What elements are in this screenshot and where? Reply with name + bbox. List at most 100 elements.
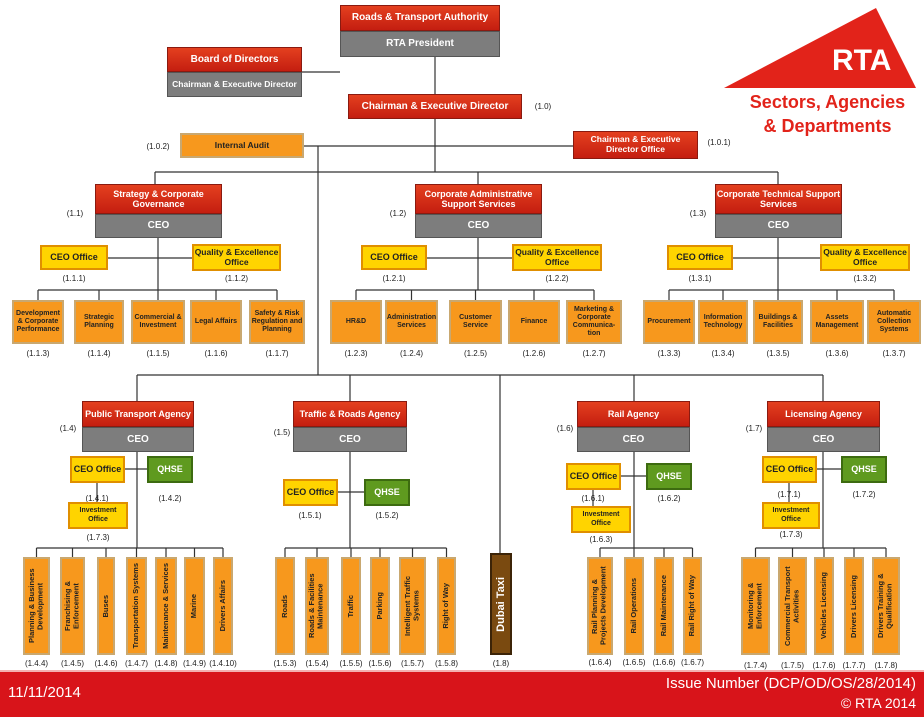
sector-box: Corporate Technical Support Services [715, 184, 842, 214]
authority-box: Roads & Transport Authority [340, 5, 500, 31]
agency-department-box: Rail Planning & Projects Development [587, 557, 613, 655]
investment-office-box: Investment Office [762, 502, 820, 529]
agency-ceo-office-box: CEO Office [566, 463, 621, 490]
agency-department-box: Franchising & Enforcement [60, 557, 85, 655]
department-code: (1.2.6) [522, 349, 546, 358]
department-code: (1.6.4) [588, 658, 612, 667]
agency-ceo-office-box: CEO Office [70, 456, 125, 483]
department-box: Administration Services [385, 300, 438, 344]
chairman-box: Chairman & Executive Director [348, 94, 522, 119]
department-code: (1.5.3) [273, 659, 297, 668]
agency-department-box: Traffic [341, 557, 361, 655]
agency-ceo-box: CEO [577, 427, 690, 452]
agency-department-box: Rail Operations [624, 557, 644, 655]
department-code: (1.3.4) [711, 349, 735, 358]
quality-office-box: Quality & Excellence Office [512, 244, 602, 271]
department-box: Safety & Risk Regulation and Planning [249, 300, 305, 344]
svg-text:RTA: RTA [832, 44, 891, 77]
ceo-office-code: (1.2.1) [382, 274, 406, 283]
department-code: (1.5.5) [339, 659, 363, 668]
ceo-office-code: (1.1.1) [62, 274, 86, 283]
ceo-office-code: (1.6.1) [581, 494, 605, 503]
investment-office-code: (1.6.3) [589, 535, 613, 544]
department-code: (1.4.4) [24, 659, 49, 668]
agency-ceo-box: CEO [82, 427, 194, 452]
agency-department-box-label: Rail Right of Way [687, 575, 697, 637]
department-code: (1.3.3) [657, 349, 681, 358]
footer-issue: Issue Number (DCP/OD/OS/28/2014) [665, 675, 916, 692]
department-code: (1.7.6) [812, 661, 836, 670]
department-code: (1.3.6) [825, 349, 849, 358]
department-code: (1.5.8) [434, 659, 459, 668]
department-code: (1.5.4) [305, 659, 329, 668]
qhse-box: QHSE [646, 463, 692, 490]
agency-department-box: Rail Right of Way [683, 557, 702, 655]
investment-office-box: Investment Office [68, 502, 128, 529]
agency-department-box: Intelligent Traffic Systems [399, 557, 426, 655]
agency-department-box: Maintenance & Services [155, 557, 177, 655]
sector-box: Corporate Administrative Support Service… [415, 184, 542, 214]
department-code: (1.3.7) [882, 349, 906, 358]
department-code: (1.7.8) [874, 661, 898, 670]
department-code: (1.4.5) [60, 659, 85, 668]
agency-department-box-label: Roads & Facilities Maintenance [307, 573, 325, 639]
dubai-taxi-label: Dubai Taxi [494, 576, 507, 632]
ceo-office-code: (1.7.1) [777, 490, 801, 499]
investment-office-code: (1.7.3) [779, 530, 803, 539]
department-code: (1.5.7) [400, 659, 425, 668]
quality-office-code: (1.1.2) [224, 274, 249, 283]
department-code: (1.6.7) [680, 658, 705, 667]
sector-code: (1.1) [66, 209, 84, 218]
agency-department-box: Roads [275, 557, 295, 655]
department-code: (1.7.7) [842, 661, 866, 670]
qhse-code: (1.4.2) [158, 494, 182, 503]
quality-office-box: Quality & Excellence Office [192, 244, 281, 271]
department-box: Development & Corporate Performance [12, 300, 64, 344]
agency-department-box-label: Buses [100, 594, 110, 618]
qhse-box: QHSE [841, 456, 887, 483]
sector-ceo-box: CEO [715, 214, 842, 238]
sector-code: (1.3) [689, 209, 707, 218]
agency-box: Public Transport Agency [82, 401, 194, 427]
department-code: (1.5.6) [368, 659, 392, 668]
agency-department-box-label: Commercial Transport Activities [782, 566, 801, 646]
agency-department-box-label: Traffic [345, 594, 355, 618]
agency-department-box-label: Vehicles Licensing [818, 572, 828, 640]
agency-code: (1.6) [556, 424, 574, 433]
agency-code: (1.4) [59, 424, 77, 433]
agency-department-box: Planning & Business Development [23, 557, 50, 655]
department-box: Marketing & Corporate Communica-tion [566, 300, 622, 344]
agency-box: Rail Agency [577, 401, 690, 427]
agency-department-box-label: Drivers Licensing [848, 574, 858, 638]
department-code: (1.2.7) [582, 349, 606, 358]
department-box: Finance [508, 300, 560, 344]
agency-department-box: Drivers Licensing [844, 557, 864, 655]
agency-department-box: Roads & Facilities Maintenance [305, 557, 329, 655]
agency-department-box-label: Monitoring & Enforcement [745, 582, 764, 630]
department-code: (1.4.10) [209, 659, 237, 668]
agency-department-box: Transportation Systems [126, 557, 147, 655]
department-box: Commercial & Investment [131, 300, 185, 344]
agency-code: (1.5) [273, 428, 291, 437]
dubai-taxi-code: (1.8) [492, 659, 510, 668]
department-code: (1.6.5) [622, 658, 646, 667]
qhse-code: (1.7.2) [852, 490, 876, 499]
department-code: (1.4.7) [124, 659, 149, 668]
chairman-code: (1.0) [534, 102, 552, 111]
department-code: (1.1.5) [146, 349, 170, 358]
agency-department-box-label: Roads [279, 594, 289, 618]
agency-department-box: Buses [97, 557, 115, 655]
agency-department-box-label: Rail Maintenance [658, 575, 668, 637]
ceo-office-code: (1.4.1) [85, 494, 109, 503]
agency-department-box-label: Drivers Affairs [217, 580, 227, 632]
department-code: (1.1.4) [87, 349, 111, 358]
agency-code: (1.7) [745, 424, 763, 433]
qhse-code: (1.6.2) [657, 494, 681, 503]
agency-department-box-label: Drivers Training & Qualification [876, 573, 894, 639]
board-box: Board of Directors [167, 47, 302, 72]
department-code: (1.2.3) [344, 349, 368, 358]
sector-code: (1.2) [389, 209, 407, 218]
agency-department-box: Drivers Training & Qualification [872, 557, 900, 655]
